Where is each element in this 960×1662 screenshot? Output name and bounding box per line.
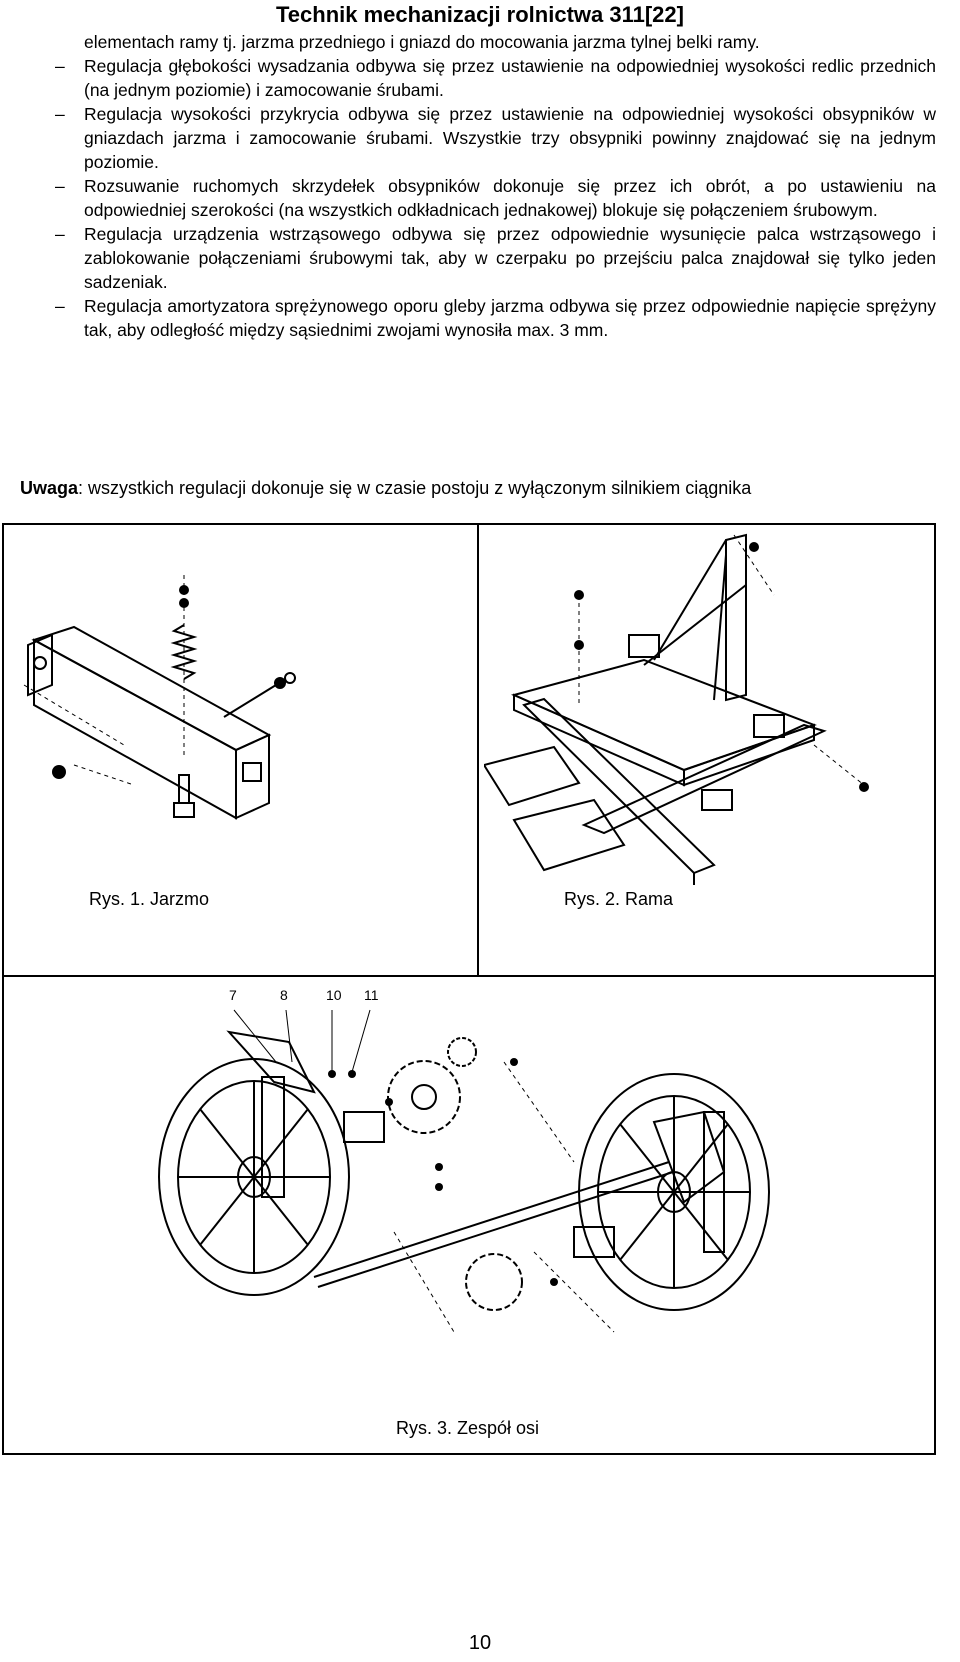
list-item: – Regulacja urządzenia wstrząsowego odby… [55,222,936,294]
warning-note: Uwaga: wszystkich regulacji dokonuje się… [20,476,751,500]
callout-11: 11 [364,987,379,1003]
intro-paragraph: elementach ramy tj. jarzma przedniego i … [84,32,760,52]
callout-7: 7 [229,987,237,1003]
note-text: : wszystkich regulacji dokonuje się w cz… [78,478,752,498]
bullet-dash: – [55,104,65,124]
list-item: – Regulacja amortyzatora sprężynowego op… [55,294,936,342]
list-item-text: Regulacja wysokości przykrycia odbywa si… [84,104,936,172]
list-item-text: Rozsuwanie ruchomych skrzydełek obsypnik… [84,176,936,220]
figure-3-caption: Rys. 3. Zespół osi [396,1418,540,1438]
list-item: – Rozsuwanie ruchomych skrzydełek obsypn… [55,174,936,222]
bullet-dash: – [55,224,65,244]
page-number: 10 [468,1632,492,1654]
bullet-dash: – [55,176,65,196]
figure-divider [477,525,479,975]
frame-drawing [484,533,869,885]
figure-1-caption: Rys. 1. Jarzmo [89,889,210,909]
list-item: – Regulacja wysokości przykrycia odbywa … [55,102,936,174]
bullet-dash: – [55,296,65,316]
callout-8: 8 [280,987,288,1003]
bullet-dash: – [55,56,65,76]
list-item-text: Regulacja głębokości wysadzania odbywa s… [84,56,936,100]
list-item-text: Regulacja amortyzatora sprężynowego opor… [84,296,936,340]
list-item-text: Regulacja urządzenia wstrząsowego odbywa… [84,224,936,292]
figure-2-caption: Rys. 2. Rama [564,889,674,909]
figure-panel-bottom: 7 8 10 11 [2,975,936,1455]
yoke-drawing [23,575,296,820]
figure-panel-top: Rys. 1. Jarzmo Rys. 2. Rama [2,523,936,977]
list-item: – Regulacja głębokości wysadzania odbywa… [55,54,936,102]
callout-10: 10 [326,987,342,1003]
adjustment-list: – Regulacja głębokości wysadzania odbywa… [55,54,936,342]
note-label: Uwaga [20,478,79,498]
page-header: Technik mechanizacji rolnictwa 311[22] [276,2,684,27]
body-text: elementach ramy tj. jarzma przedniego i … [55,30,936,342]
axle-assembly-drawing [158,1009,770,1333]
